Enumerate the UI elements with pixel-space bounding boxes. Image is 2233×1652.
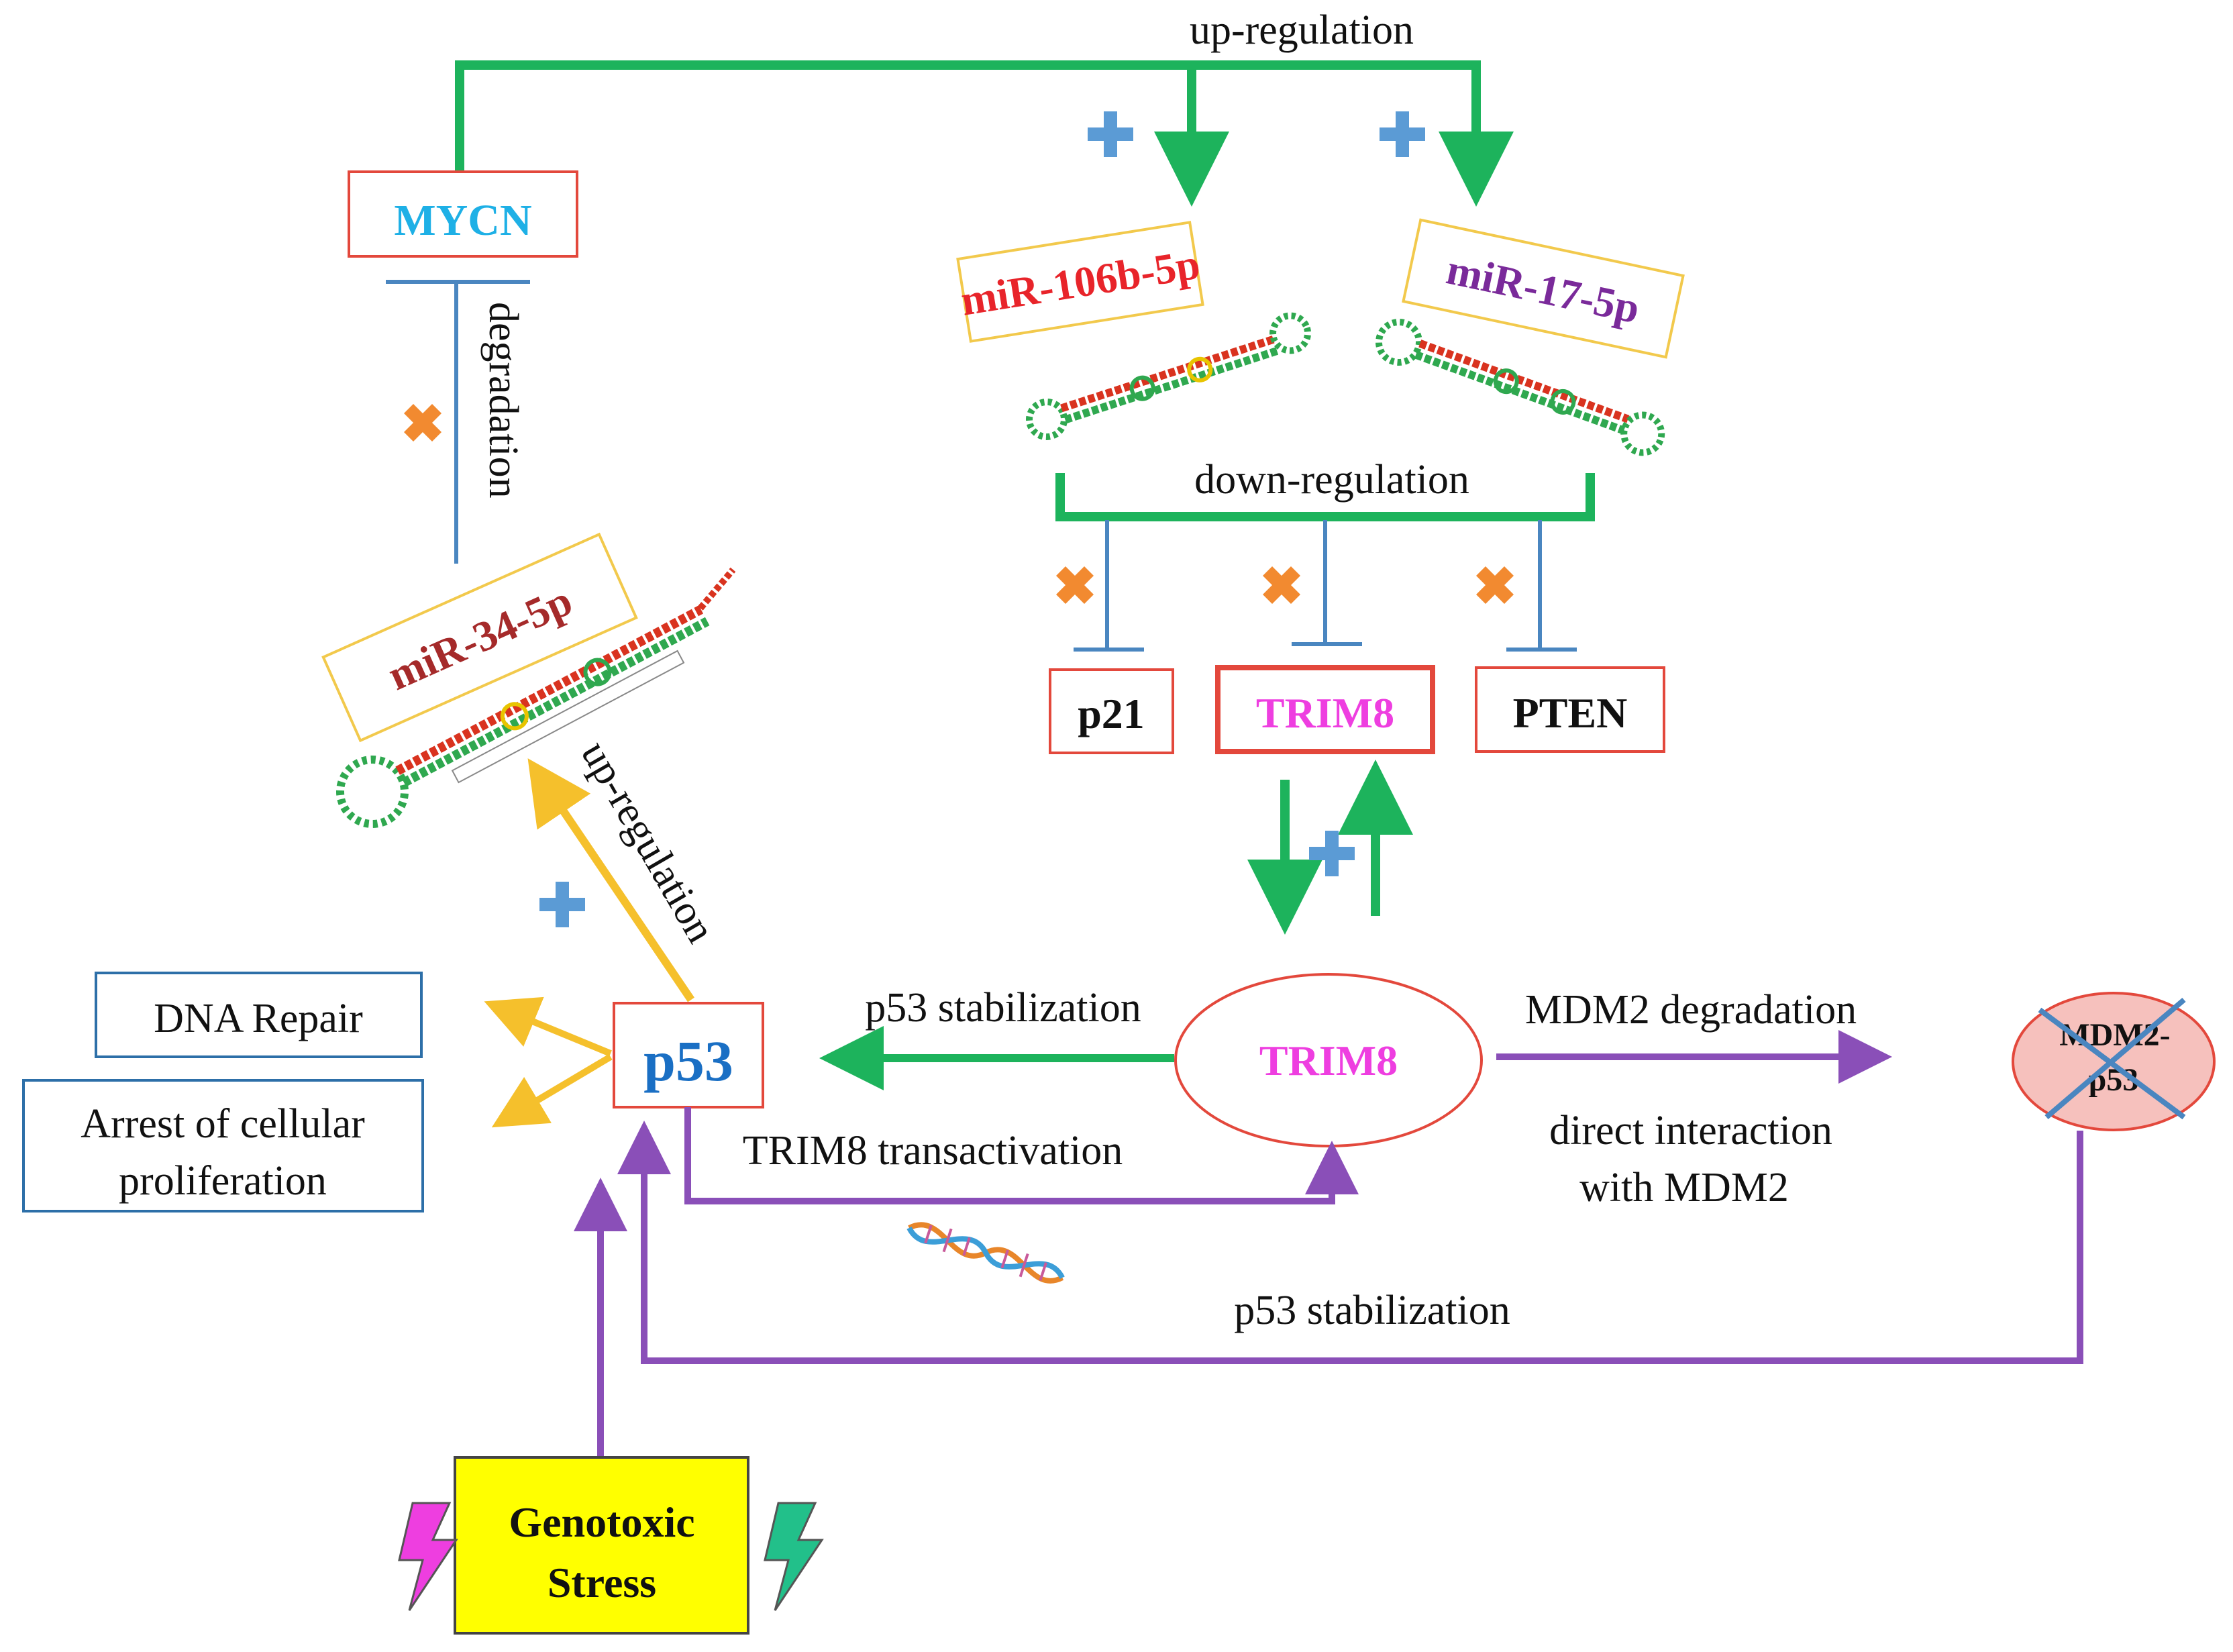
mir17-box: miR-17-5p [1402, 218, 1685, 359]
dna-helix-icon [906, 1222, 1065, 1284]
plus-icon [1088, 111, 1133, 157]
cross-icon [404, 404, 442, 442]
dna-repair-box [95, 972, 423, 1058]
p53-stabilization-green-label: p53 stabilization [865, 985, 1141, 1031]
top-up-regulation-label: up-regulation [1190, 7, 1414, 53]
trim8-box-label: TRIM8 [1256, 689, 1394, 737]
trim8-transactivation-label: TRIM8 transactivation [743, 1128, 1123, 1174]
p53-to-mir34-arrow [527, 758, 694, 1002]
mir34-box: miR-34-5p [321, 532, 638, 743]
arrest-label-line2: proliferation [119, 1158, 327, 1204]
mycn-box [348, 170, 578, 258]
lightning-icon [398, 1502, 458, 1611]
mirna-hairpin-icon [1026, 312, 1312, 440]
down-regulation-inhibit-lines [1074, 520, 1577, 652]
p21-box [1049, 668, 1174, 754]
mycn-up-regulation-arrows [455, 60, 1514, 207]
p53-to-trim8-transactivation-arrow [684, 1107, 1359, 1204]
trim8-feedback-arrows [1247, 760, 1413, 935]
mirna-hairpin-icon [1375, 319, 1665, 456]
left-up-regulation-label: up-regulation [572, 733, 724, 950]
genotoxic-stress-box [454, 1456, 749, 1635]
mdm2-to-p53-stabilization-arrow [617, 1121, 2083, 1364]
degradation-label: degradation [480, 302, 526, 499]
pten-box [1475, 666, 1665, 753]
mycn-label: MYCN [394, 196, 531, 245]
genotoxic-label-line1: Genotoxic [509, 1498, 694, 1546]
genotoxic-label-line2: Stress [548, 1559, 656, 1606]
mdm2-degradation-label: MDM2 degradation [1525, 987, 1857, 1033]
arrest-label-line1: Arrest of cellular [81, 1101, 365, 1147]
mir106b-box: miR-106b-5p [956, 221, 1204, 343]
dna-repair-label: DNA Repair [154, 996, 363, 1041]
cross-icon [1263, 566, 1300, 604]
mirna-hairpin-icon [336, 567, 736, 828]
arrest-box [22, 1079, 424, 1212]
degradation-inhibit-line [386, 280, 530, 564]
p53-box [613, 1002, 764, 1108]
cross-icon [1056, 566, 1094, 604]
p53-outcome-arrows [484, 996, 613, 1128]
p21-label: p21 [1078, 690, 1145, 737]
direct-interaction-label-line1: direct interaction [1549, 1108, 1832, 1153]
plus-icon [1309, 831, 1355, 876]
pten-label: PTEN [1513, 689, 1628, 737]
trim8-box [1215, 665, 1435, 754]
p53-label: p53 [643, 1029, 733, 1093]
down-regulation-label: down-regulation [1194, 457, 1469, 503]
direct-interaction-label-line2: with MDM2 [1579, 1165, 1789, 1210]
plus-icon [539, 882, 585, 927]
down-regulation-bracket [1055, 473, 1595, 521]
trim8-ellipse-label: TRIM8 [1259, 1037, 1398, 1084]
cross-out-icon [2038, 997, 2186, 1120]
lightning-icon [764, 1502, 824, 1611]
cross-icon [1476, 566, 1514, 604]
plus-icon [1380, 111, 1425, 157]
p53-stabilization-purple-label: p53 stabilization [1234, 1288, 1510, 1333]
